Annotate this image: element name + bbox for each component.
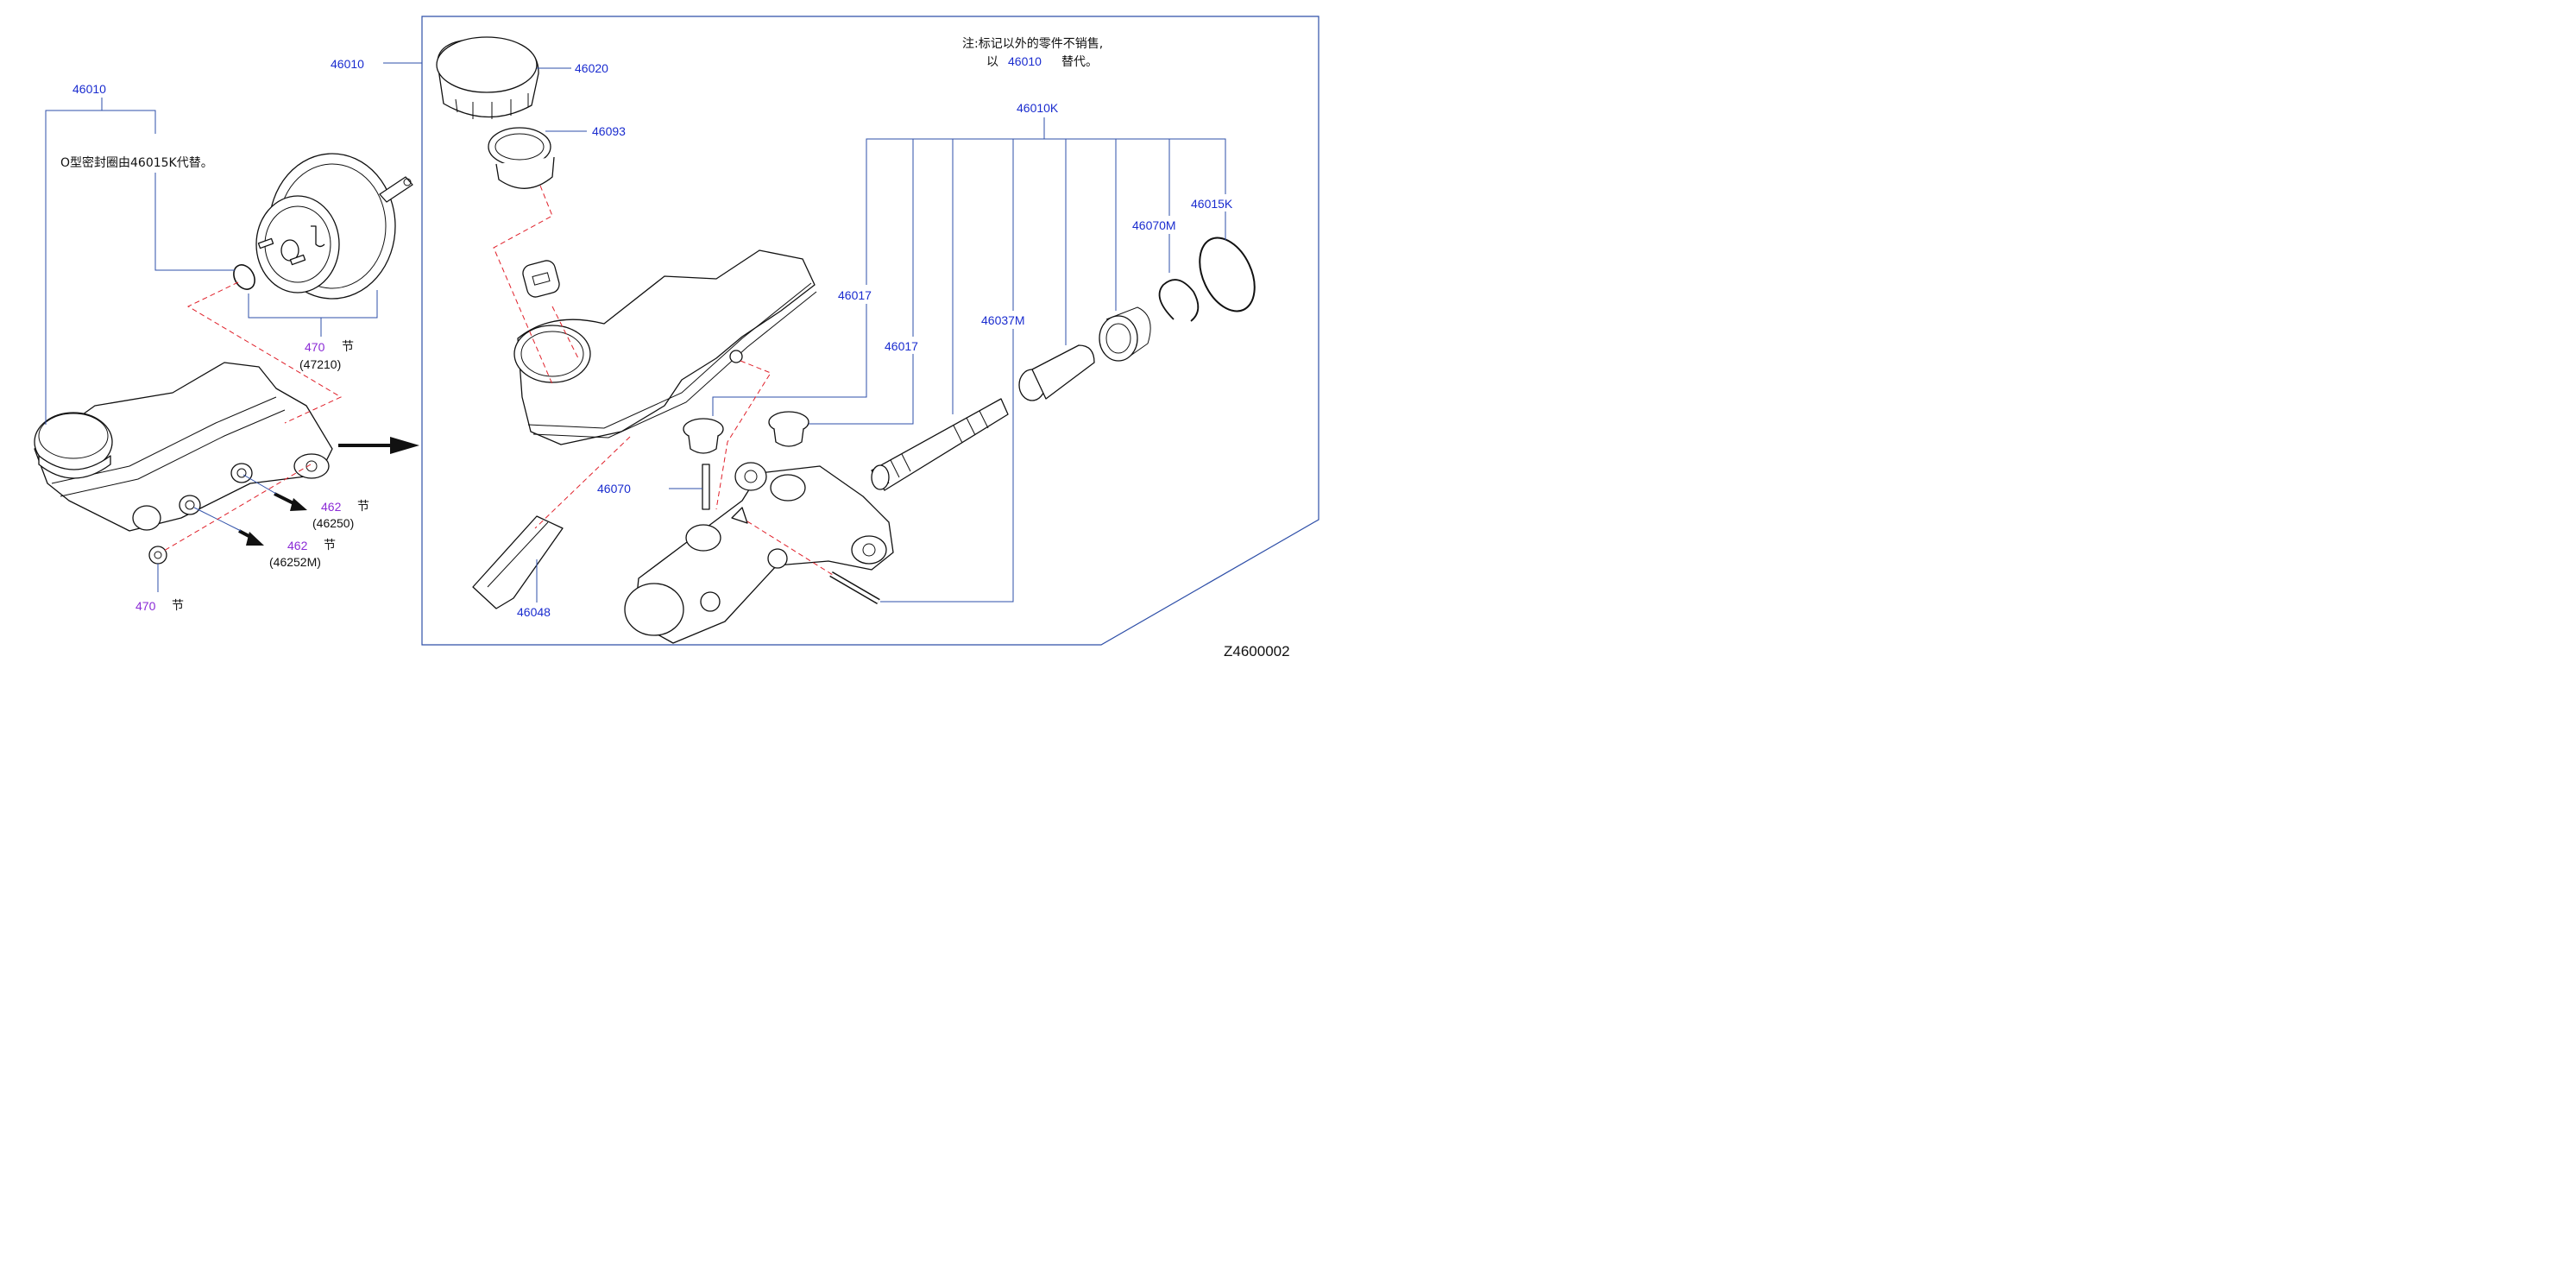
reservoir-float (522, 260, 560, 298)
master-cylinder-body (624, 462, 894, 644)
grommet-a (683, 418, 724, 454)
section-ref-label: 470 (135, 599, 156, 613)
section-ref-label: 462 (287, 539, 308, 552)
section-word: 节 (172, 599, 184, 613)
reservoir-tank (513, 249, 817, 445)
leader-lines-right (383, 62, 1226, 603)
section-word: 节 (342, 340, 354, 354)
section-code-label: (47210) (299, 357, 341, 371)
o-ring-left (233, 264, 255, 290)
strainer (488, 127, 555, 189)
nut (148, 546, 167, 565)
arrow-icon (238, 492, 307, 546)
snap-ring (1158, 279, 1200, 322)
brake-booster (255, 153, 413, 300)
o-ring-note: O型密封圈由46015K代替。 (60, 155, 213, 170)
piston-cup (1018, 344, 1095, 401)
section-code-label: (46252M) (269, 555, 321, 569)
reservoir-cap (436, 36, 539, 119)
fluid-level-sensor (472, 515, 564, 609)
grommet-b (768, 411, 809, 447)
part-number-label: 46070 (597, 482, 631, 495)
dashed-alignment-left (163, 281, 343, 552)
part-number-label: 46048 (517, 605, 551, 619)
part-number-label: 46010 (72, 82, 106, 96)
note-line-2-prefix: 以 (986, 55, 998, 69)
master-cylinder-left (34, 362, 333, 532)
o-ring-kit (1199, 237, 1256, 312)
part-number-label: 46010K (1017, 101, 1059, 115)
dashed-alignment-right (493, 185, 834, 576)
section-ref-label: 470 (305, 340, 325, 354)
part-number-label: 46093 (592, 124, 626, 138)
part-number-label: 46070M (1132, 218, 1176, 232)
part-number-label: 46017 (885, 339, 918, 353)
note-line-2-part: 46010 (1008, 54, 1042, 68)
part-number-label: 46015K (1191, 197, 1233, 211)
section-ref-label: 462 (321, 500, 342, 514)
part-number-label: 46020 (575, 61, 608, 75)
note-line-1: 注:标记以外的零件不销售, (962, 37, 1103, 51)
section-word: 节 (357, 500, 369, 514)
seal-ring (1099, 306, 1151, 362)
part-number-label: 46017 (838, 288, 872, 302)
part-number-label: 46010 (331, 57, 364, 71)
section-code-label: (46250) (312, 516, 354, 530)
note-line-2-suffix: 替代。 (1061, 55, 1098, 69)
exploded-view-frame (421, 16, 1319, 646)
diagram-code: Z4600002 (1224, 643, 1290, 659)
pin (702, 464, 710, 510)
arrow-icon (338, 437, 419, 454)
piston-assembly (871, 398, 1009, 491)
part-number-label: 46037M (981, 313, 1025, 327)
push-rod (829, 571, 880, 605)
section-word: 节 (324, 539, 336, 552)
parts-diagram: 46010 O型密封圈由46015K代替。 470 节 (47210) 462 … (34, 16, 1319, 659)
